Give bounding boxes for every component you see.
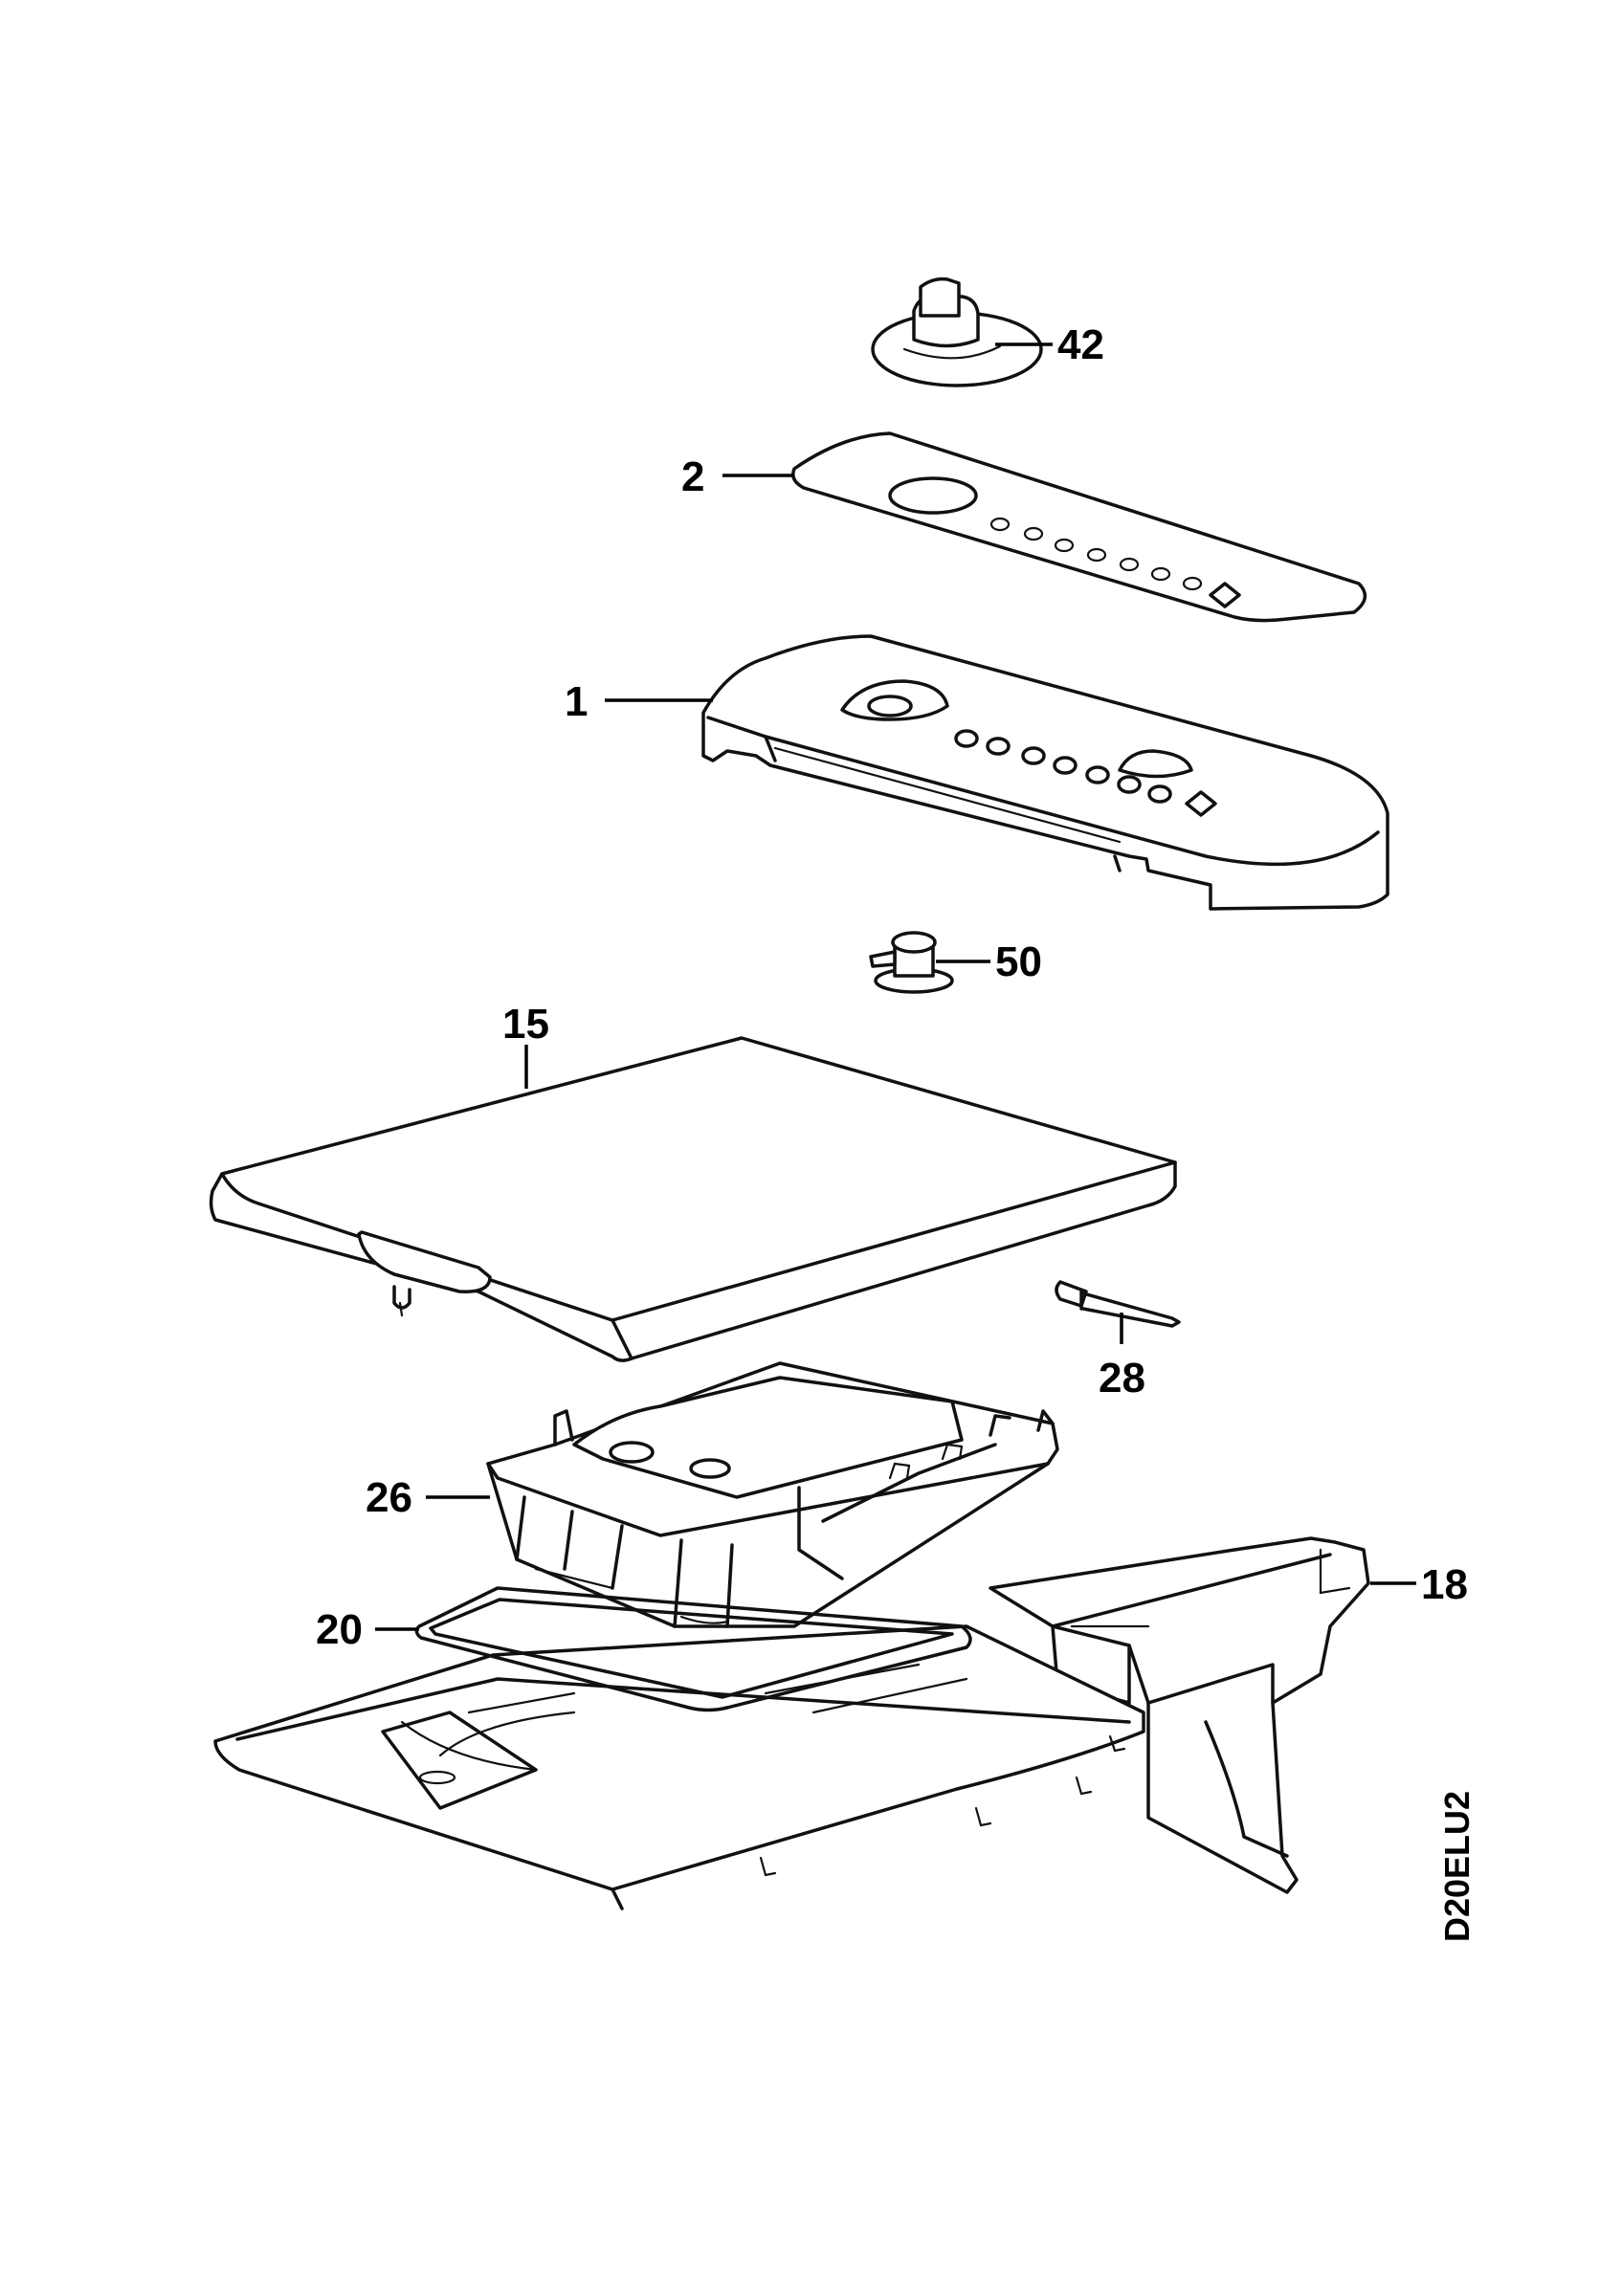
gasket-part-20: [414, 1586, 972, 1712]
pin-part-28: [1055, 1280, 1181, 1328]
control-panel-part-1: [701, 634, 1389, 911]
callout-42: 42: [1057, 321, 1104, 368]
callout-20: 20: [316, 1606, 363, 1653]
callout-28: 28: [1099, 1355, 1145, 1402]
insert-part-50: [869, 931, 954, 994]
drawing-code: D20ELU2: [1437, 1791, 1477, 1942]
knob-part-42: [871, 276, 1043, 387]
callout-1: 1: [565, 678, 588, 725]
base-tray: [213, 1624, 1145, 1910]
bracket-part-18: [989, 1536, 1370, 1894]
decal-part-2: [791, 431, 1367, 623]
callout-2: 2: [681, 453, 704, 500]
worktop-part-15: [209, 1036, 1177, 1362]
callout-18: 18: [1421, 1561, 1468, 1608]
callout-50: 50: [995, 938, 1042, 985]
dispenser-part-26: [486, 1361, 1059, 1628]
callout-26: 26: [366, 1474, 412, 1521]
callout-15: 15: [502, 1001, 549, 1048]
